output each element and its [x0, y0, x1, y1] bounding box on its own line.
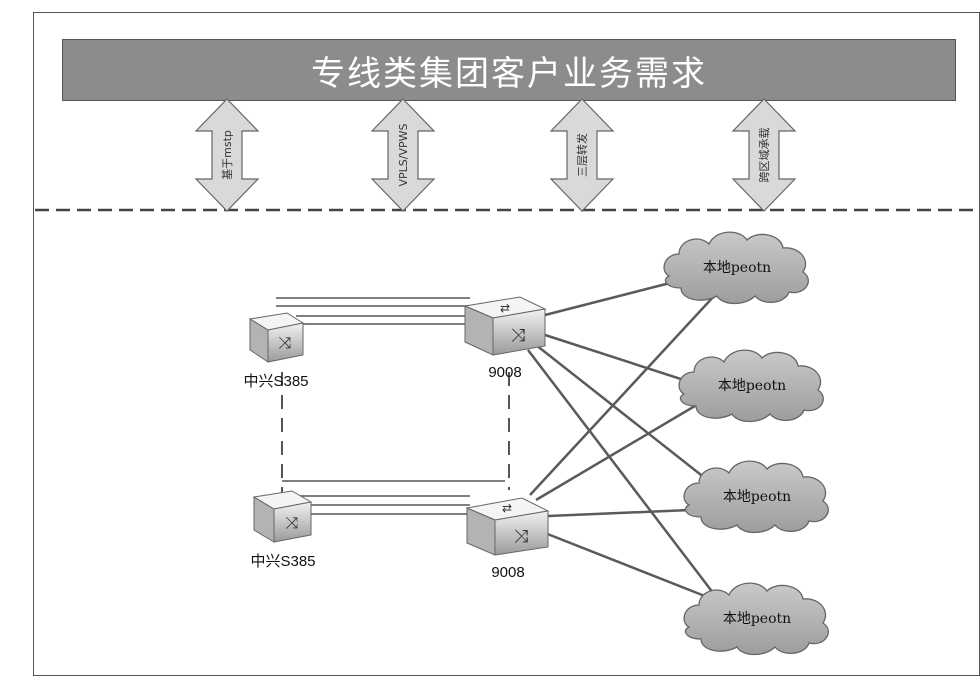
- cloud-peotn-4: 本地peotn: [683, 582, 829, 656]
- links-top: [276, 297, 470, 325]
- service-arrow-cross-region: 跨区域承载: [731, 98, 797, 212]
- switch-access-top: ⤨: [248, 312, 305, 363]
- cloud-peotn-2: 本地peotn: [678, 349, 824, 423]
- switch-core-top: ⇄ ⤨: [463, 296, 547, 356]
- device-label-core-top: 9008: [488, 364, 521, 381]
- device-label-access-bottom: 中兴S385: [250, 553, 315, 570]
- cloud-label: 本地peotn: [718, 378, 786, 394]
- device-label-access-top: 中兴S385: [243, 373, 308, 390]
- service-arrow-vpls: VPLS/VPWS: [370, 98, 436, 212]
- cloud-label: 本地peotn: [723, 489, 791, 505]
- core-cloud-links: [527, 281, 721, 604]
- svg-text:⤨: ⤨: [514, 526, 528, 547]
- svg-text:⤨: ⤨: [286, 513, 299, 532]
- svg-text:⇄: ⇄: [502, 501, 512, 515]
- service-arrow-mstp: 基于mstp: [194, 98, 260, 212]
- svg-text:⇄: ⇄: [500, 301, 510, 315]
- service-arrow-l3: 三层转发: [549, 98, 615, 212]
- switch-access-bottom: ⤨: [252, 490, 313, 543]
- cloud-peotn-1: 本地peotn: [663, 231, 809, 305]
- service-arrow-label: 跨区域承载: [758, 128, 771, 183]
- service-arrow-label: VPLS/VPWS: [397, 123, 410, 186]
- switch-core-bottom: ⇄ ⤨: [465, 497, 550, 556]
- cloud-label: 本地peotn: [703, 260, 771, 276]
- device-label-core-bottom: 9008: [491, 564, 524, 581]
- cloud-label: 本地peotn: [723, 611, 791, 627]
- svg-text:⤨: ⤨: [279, 333, 292, 352]
- service-arrow-label: 基于mstp: [221, 130, 234, 180]
- banner-title: 专线类集团客户业务需求: [62, 39, 956, 101]
- svg-text:⤨: ⤨: [511, 325, 525, 346]
- service-arrow-label: 三层转发: [575, 133, 589, 177]
- links-bottom: [282, 480, 505, 515]
- cloud-peotn-3: 本地peotn: [683, 460, 829, 534]
